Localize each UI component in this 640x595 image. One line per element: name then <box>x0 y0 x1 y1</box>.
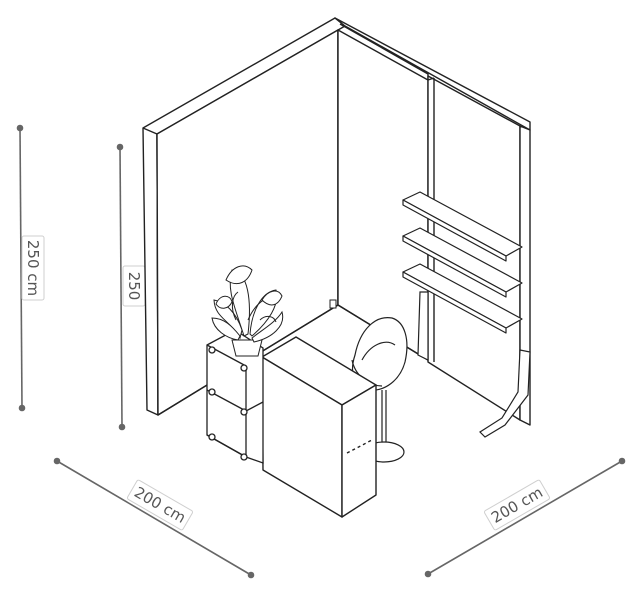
dimension-width-right <box>424 457 626 578</box>
side-table <box>206 329 264 464</box>
desk-stand <box>417 291 531 438</box>
dimension-width-left <box>53 457 255 579</box>
svg-text:250: 250 <box>125 272 143 301</box>
desk-icon <box>261 336 377 518</box>
shelf-icon <box>402 191 523 334</box>
dimension-height-outer <box>16 124 26 412</box>
dimension-height-inner <box>116 143 126 431</box>
label-height-outer: 250 cm <box>21 235 45 301</box>
label-height-inner: 250 <box>122 265 146 307</box>
label-width-left: 200 cm <box>127 479 193 531</box>
svg-text:250 cm: 250 cm <box>24 240 42 296</box>
wall-detail <box>329 299 337 309</box>
plant-icon <box>211 265 284 357</box>
